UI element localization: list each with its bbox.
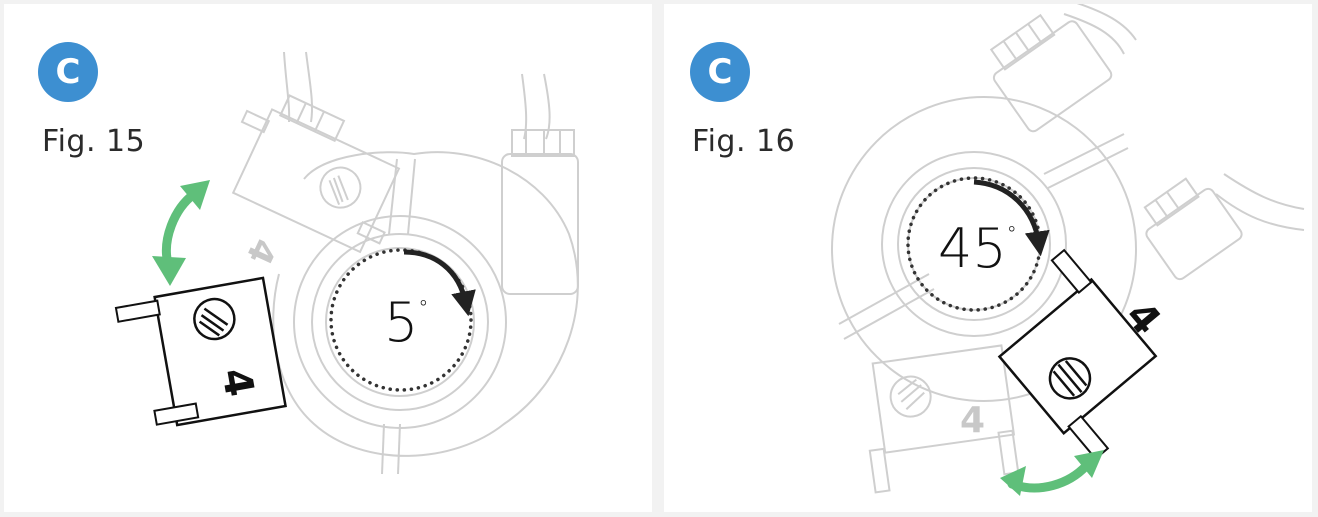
angle-unit: °: [1006, 222, 1017, 246]
angle-value: 45: [938, 217, 1007, 280]
active-block: [114, 276, 287, 427]
rotation-angle: 5°: [384, 296, 428, 350]
screw-icon: [1048, 357, 1092, 400]
rotation-arrow-icon: [973, 179, 1050, 257]
double-arrow-icon: [1000, 450, 1104, 496]
angle-unit: °: [418, 296, 429, 320]
section-badge: C: [38, 42, 98, 102]
figure-label: Fig. 16: [692, 124, 796, 159]
faded-block-number: 4: [960, 400, 985, 441]
valve-diagram-fig16: 4 4: [831, 4, 1305, 496]
angle-value: 5: [384, 291, 419, 354]
rotation-arrow-icon: [403, 249, 476, 317]
active-block: [997, 248, 1158, 461]
figure-label: Fig. 15: [42, 124, 146, 159]
section-badge: C: [690, 42, 750, 102]
dotted-rotation-circle: [329, 248, 473, 392]
faded-block-number: 4: [238, 232, 284, 270]
rotation-angle: 45°: [938, 222, 1017, 276]
double-arrow-icon: [152, 180, 210, 286]
valve-diagram-fig15: 4 4: [114, 51, 579, 475]
figure-panel-15: 4 4 C Fig. 15 5°: [4, 4, 652, 512]
screw-icon: [193, 297, 236, 341]
figure-panel-16: 4 4 C Fig. 16 45°: [664, 4, 1312, 512]
